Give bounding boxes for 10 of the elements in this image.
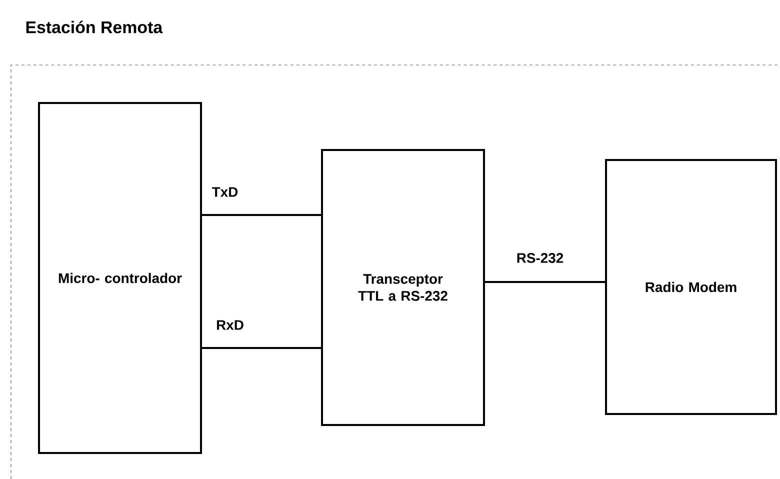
block-box: Transceptor TTL a RS-232: [321, 149, 485, 426]
connector-line: [202, 214, 322, 216]
group-title: Estación Remota: [26, 20, 163, 34]
block-box: Radio Modem: [605, 159, 777, 415]
connector-line: [485, 281, 606, 283]
signal-label: RS-232: [515, 252, 565, 264]
signal-label: TxD: [210, 186, 240, 198]
connector-line: [202, 347, 322, 349]
block-box: Micro- controlador: [38, 102, 202, 454]
signal-label: RxD: [215, 319, 245, 331]
